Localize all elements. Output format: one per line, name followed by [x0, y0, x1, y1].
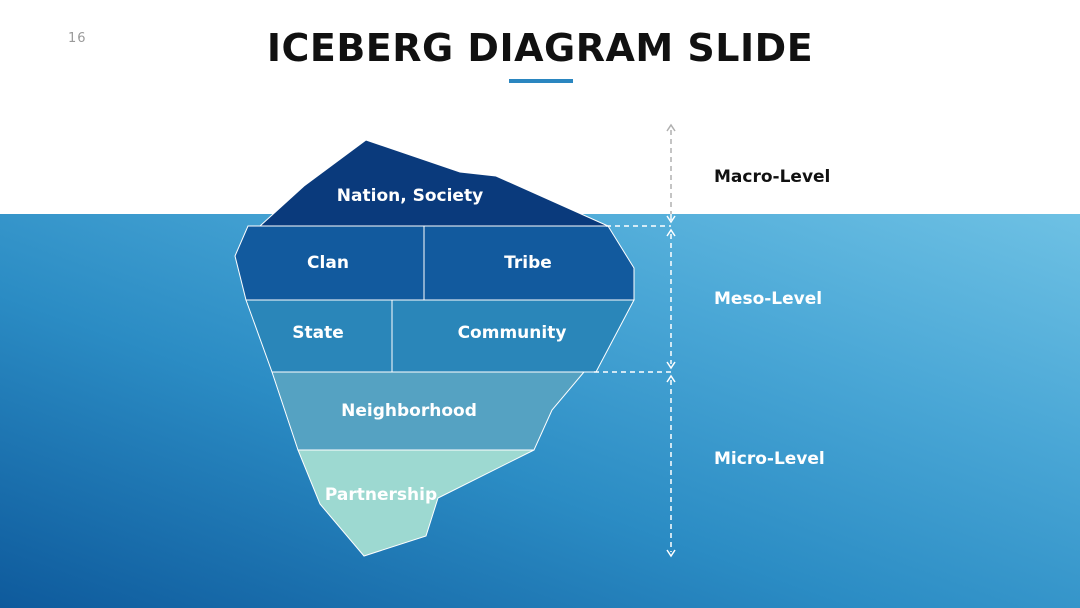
page-title: ICEBERG DIAGRAM SLIDE — [266, 26, 814, 70]
segment-tribe — [423, 225, 635, 301]
label-partnership: Partnership — [325, 485, 437, 505]
arrow-macro — [666, 123, 676, 224]
label-clan: Clan — [307, 253, 349, 273]
level-label-macro: Macro-Level — [714, 167, 831, 187]
title-underline — [509, 79, 573, 83]
label-community: Community — [458, 323, 567, 343]
page-number: 16 — [68, 31, 87, 46]
segment-partnership — [297, 449, 535, 557]
level-label-micro: Micro-Level — [714, 449, 825, 469]
segment-neighborhood — [271, 371, 586, 451]
label-nation-society: Nation, Society — [337, 186, 483, 206]
arrow-meso — [666, 228, 676, 370]
label-state: State — [292, 323, 344, 343]
segment-nation-society — [258, 139, 609, 227]
label-neighborhood: Neighborhood — [341, 401, 477, 421]
arrow-micro — [666, 374, 676, 558]
level-label-meso: Meso-Level — [714, 289, 823, 309]
label-tribe: Tribe — [504, 253, 552, 273]
